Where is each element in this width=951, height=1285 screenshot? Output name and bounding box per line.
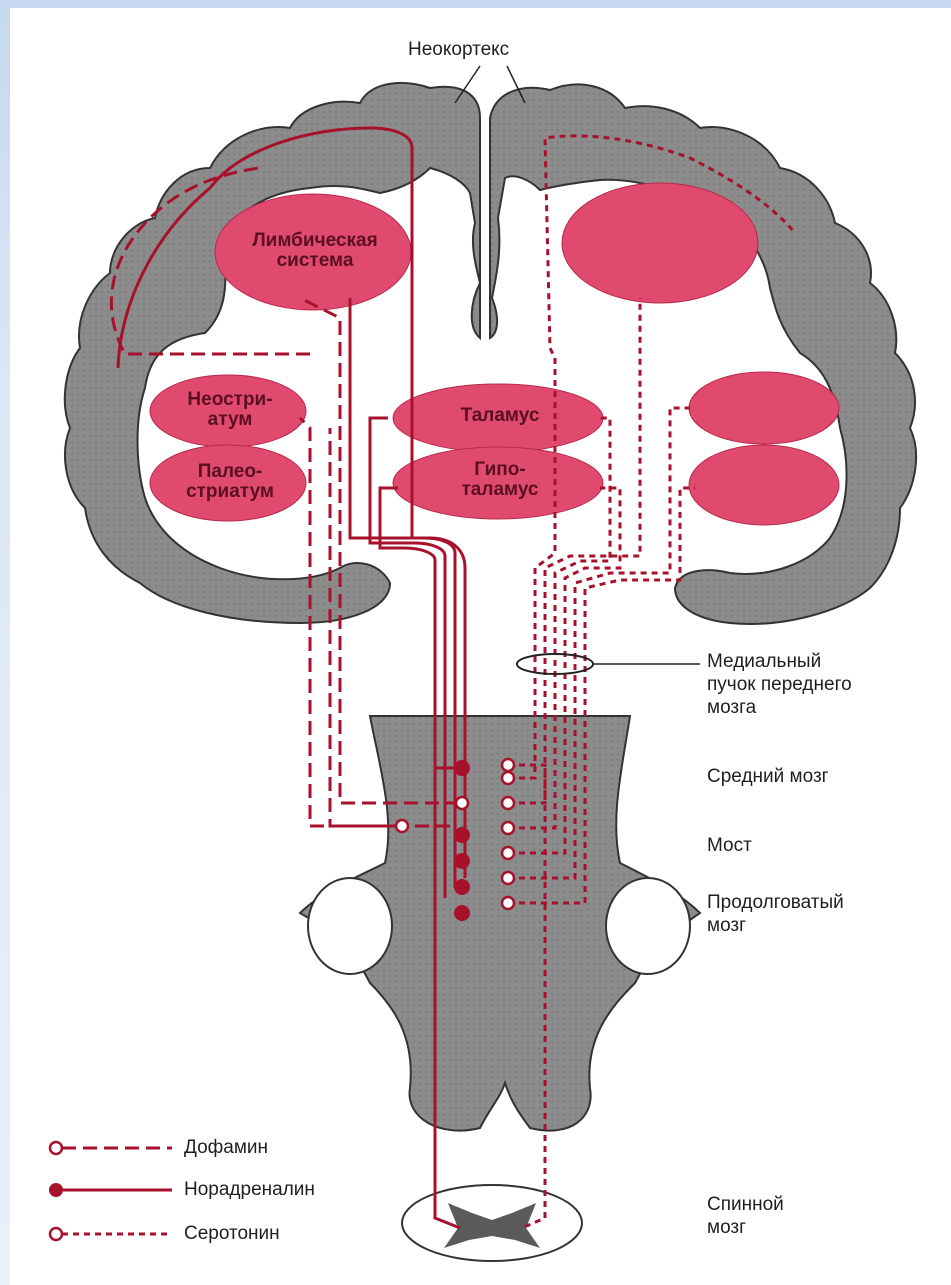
- 5ht-nucleus-5: [502, 872, 514, 884]
- pons-label: Мост: [707, 834, 752, 857]
- legend-noradrenaline-marker: [49, 1183, 63, 1197]
- 5ht-nucleus-6: [502, 897, 514, 909]
- 5ht-nucleus-7: [502, 759, 514, 771]
- neostriatum-label: Неостри- атум: [150, 390, 310, 430]
- ne-nucleus-2: [454, 853, 470, 869]
- 5ht-nucleus-4: [502, 847, 514, 859]
- limbic-system-label: Лимбическая система: [215, 231, 415, 271]
- ne-nucleus-1: [454, 827, 470, 843]
- 5ht-nucleus-1: [502, 772, 514, 784]
- legend-serotonin-marker: [50, 1228, 62, 1240]
- legend-dopamine-label: Дофамин: [184, 1136, 268, 1159]
- da-nucleus-1: [456, 797, 468, 809]
- 5ht-nucleus-3: [502, 822, 514, 834]
- midbrain-label: Средний мозг: [707, 765, 829, 788]
- legend-noradrenaline-label: Норадреналин: [184, 1178, 315, 1201]
- legend: [49, 1142, 172, 1240]
- paleostriatum-right: [689, 445, 839, 525]
- monoamine-pathways-diagram: [10, 8, 951, 1285]
- hypothalamus-label: Гипо- таламус: [430, 460, 570, 500]
- ne-nucleus-5: [454, 760, 470, 776]
- diagram-canvas: Лимбическая система Неостри- атум Палео-…: [10, 8, 951, 1285]
- limbic-system-right: [562, 183, 758, 303]
- legend-dopamine-marker: [50, 1142, 62, 1154]
- left-cerebellar-peduncle: [308, 878, 392, 974]
- 5ht-nucleus-2: [502, 797, 514, 809]
- neocortex-label: Неокортекс: [408, 38, 509, 61]
- ne-nucleus-4: [454, 905, 470, 921]
- paleostriatum-label: Палео- стриатум: [150, 462, 310, 502]
- spinal-cord-label: Спинной мозг: [707, 1193, 784, 1239]
- medial-forebrain-bundle-label: Медиальный пучок переднего мозга: [707, 650, 852, 719]
- ne-nucleus-3: [454, 879, 470, 895]
- thalamus-label: Таламус: [430, 406, 570, 426]
- da-nucleus-2: [396, 820, 408, 832]
- neostriatum-right: [689, 372, 839, 444]
- right-cerebellar-peduncle: [606, 878, 690, 974]
- legend-serotonin-label: Серотонин: [184, 1222, 280, 1245]
- medulla-label: Продолговатый мозг: [707, 891, 844, 937]
